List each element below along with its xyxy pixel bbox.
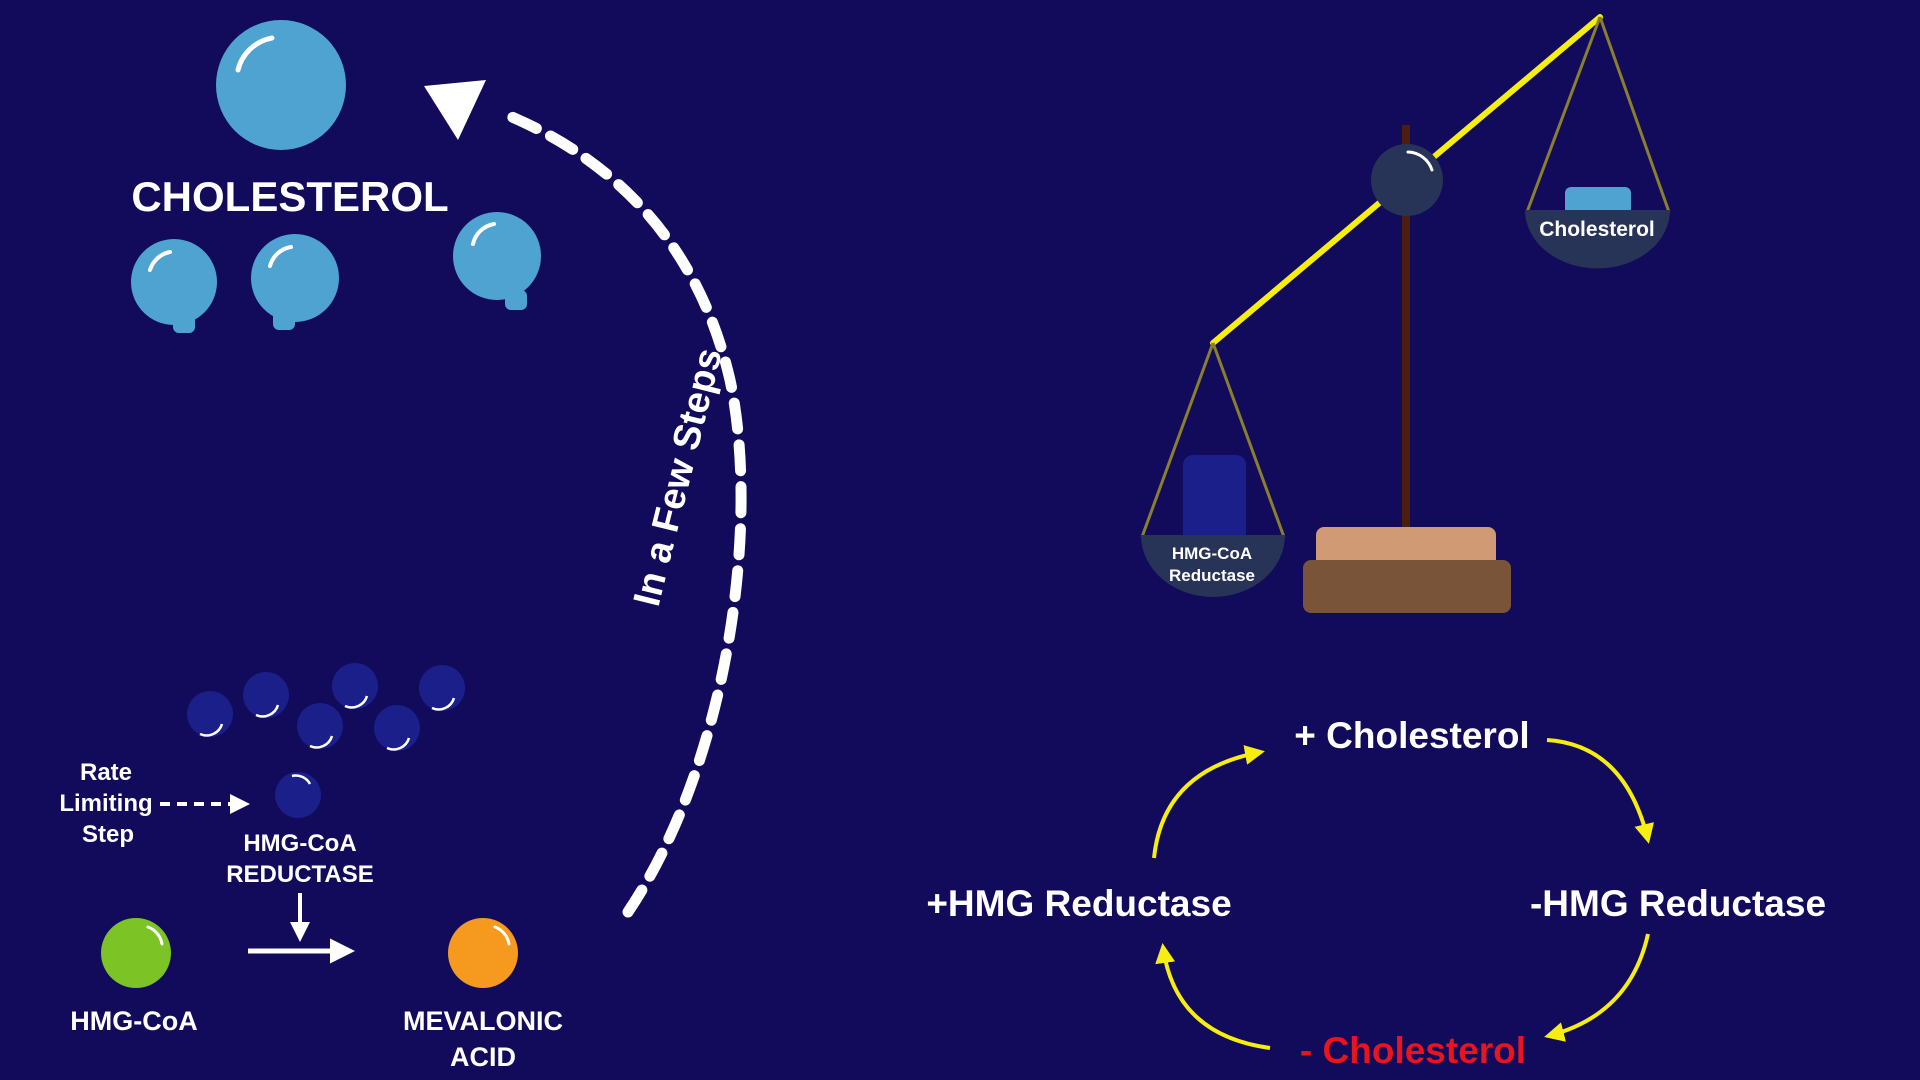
scale-base-top <box>1316 527 1496 567</box>
arrow-icon <box>424 80 486 140</box>
scale-base-bottom <box>1303 560 1511 613</box>
balance-scale: HMG-CoA Reductase Cholesterol <box>1140 14 1671 613</box>
sphere-icon <box>216 20 346 150</box>
rate-limiting-label: Rate Limiting Step <box>59 759 152 848</box>
enzyme-icon <box>419 665 465 711</box>
cycle-arrow-left-top <box>1152 745 1265 859</box>
cycle-arrow-right-bottom <box>1544 933 1650 1042</box>
right-pan <box>1525 210 1670 269</box>
left-pan-label: HMG-CoA <box>1172 544 1252 563</box>
enzyme-cluster <box>187 663 465 818</box>
scale-pole <box>1402 125 1410 533</box>
rate-limiting-line: Rate <box>80 759 132 786</box>
mevalonic-acid-label: MEVALONIC <box>403 1006 563 1036</box>
rate-limiting-line: Limiting <box>59 790 152 817</box>
sphere-icon <box>251 234 339 330</box>
few-steps-label: In a Few Steps <box>626 344 731 610</box>
cycle-arrow-bottom-left <box>1155 943 1271 1050</box>
enzyme-label: HMG-CoA <box>243 830 356 857</box>
feedback-cycle: + Cholesterol -HMG Reductase - Cholester… <box>926 715 1826 1071</box>
enzyme-icon <box>187 691 233 737</box>
cholesterol-weight <box>1565 187 1631 215</box>
enzyme-icon <box>297 703 343 749</box>
cycle-left-label: +HMG Reductase <box>926 883 1231 924</box>
cycle-bottom-label: - Cholesterol <box>1300 1030 1526 1071</box>
left-pan-label: Reductase <box>1169 566 1255 585</box>
cycle-right-label: -HMG Reductase <box>1530 883 1826 924</box>
mevalonic-acid-label: ACID <box>450 1042 516 1072</box>
enzyme-icon <box>275 772 321 818</box>
hmg-coa-label: HMG-CoA <box>70 1006 197 1036</box>
few-steps-arrow <box>424 80 747 918</box>
cholesterol-label: CHOLESTEROL <box>131 173 448 220</box>
hmg-coa-sphere <box>101 918 171 988</box>
enzyme-icon <box>332 663 378 709</box>
cycle-top-label: + Cholesterol <box>1294 715 1529 756</box>
cycle-arrow-top-right <box>1546 738 1654 844</box>
enzyme-icon <box>243 672 289 718</box>
left-pan <box>1141 535 1285 597</box>
enzyme-label: REDUCTASE <box>226 861 374 888</box>
enzyme-weight <box>1183 455 1246 545</box>
enzyme-icon <box>374 705 420 751</box>
right-pan-label: Cholesterol <box>1539 218 1655 241</box>
mevalonic-acid-sphere <box>448 918 518 988</box>
scale-pivot <box>1371 144 1443 216</box>
cholesterol-spheres <box>131 20 541 333</box>
rate-limiting-line: Step <box>82 821 134 848</box>
sphere-icon <box>453 212 541 310</box>
sphere-icon <box>131 239 217 333</box>
